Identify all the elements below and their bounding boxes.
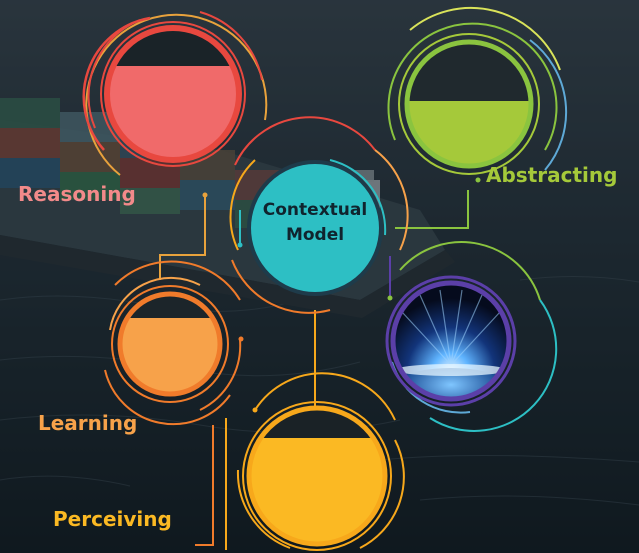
connector-lines xyxy=(159,177,481,550)
learning-label: Learning xyxy=(38,411,138,435)
center-label-line-1: Contextual xyxy=(262,200,368,220)
perceiving-node xyxy=(236,372,405,551)
abstracting-label: Abstracting xyxy=(486,163,618,187)
perceiving-label: Perceiving xyxy=(53,507,172,531)
center-label-line-2: Model xyxy=(285,225,345,245)
reasoning-label: Reasoning xyxy=(18,182,136,206)
contextual-model-node xyxy=(229,116,409,314)
earth-node xyxy=(385,241,558,432)
contextual-model-circle xyxy=(247,160,383,296)
learning-node xyxy=(104,260,242,426)
abstracting-node xyxy=(387,6,568,175)
contextual-model-label: Contextual Model xyxy=(248,198,382,248)
reasoning-node xyxy=(82,11,268,176)
